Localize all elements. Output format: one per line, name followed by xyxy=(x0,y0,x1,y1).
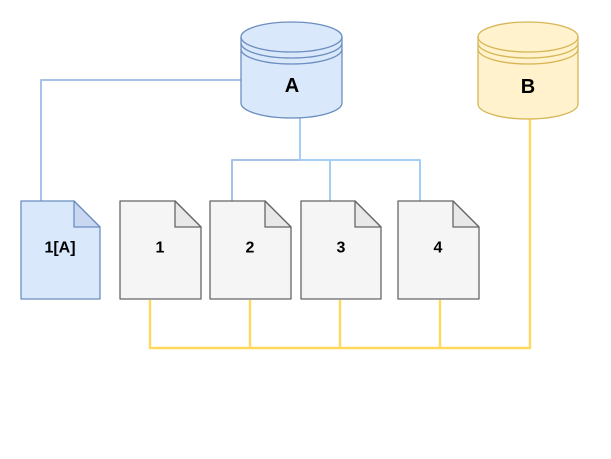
document-4-label: 4 xyxy=(434,240,443,257)
document-4: 4 xyxy=(397,200,480,300)
database-b: B xyxy=(477,21,579,120)
document-2-fold xyxy=(264,200,292,228)
document-1-fold xyxy=(174,200,202,228)
database-a-ring-2 xyxy=(240,48,343,65)
document-1a-fold xyxy=(73,200,101,228)
database-a-body xyxy=(240,21,343,119)
database-b-top-ellipse xyxy=(477,36,579,53)
document-1-label: 1 xyxy=(156,240,165,257)
document-4-fold xyxy=(452,200,480,228)
database-b-label: B xyxy=(521,76,535,98)
document-2-label: 2 xyxy=(246,240,255,257)
database-a-top-ellipse xyxy=(240,36,343,53)
edge-a-to-doc1a xyxy=(40,79,241,202)
document-1a: 1[A] xyxy=(20,200,101,300)
document-2: 2 xyxy=(209,200,292,300)
database-b-ring-1 xyxy=(477,42,579,59)
database-b-body xyxy=(477,21,579,120)
database-a-label: A xyxy=(285,75,299,97)
edge-a-to-doc4 xyxy=(299,118,421,202)
document-1a-label: 1[A] xyxy=(44,240,75,257)
document-3: 3 xyxy=(300,200,382,300)
database-a: A xyxy=(240,21,343,119)
edge-a-to-doc2 xyxy=(231,118,301,202)
document-3-label: 3 xyxy=(337,240,346,257)
database-a-ring-1 xyxy=(240,42,343,59)
document-1: 1 xyxy=(119,200,202,300)
database-b-ring-2 xyxy=(477,48,579,65)
document-3-fold xyxy=(354,200,382,228)
